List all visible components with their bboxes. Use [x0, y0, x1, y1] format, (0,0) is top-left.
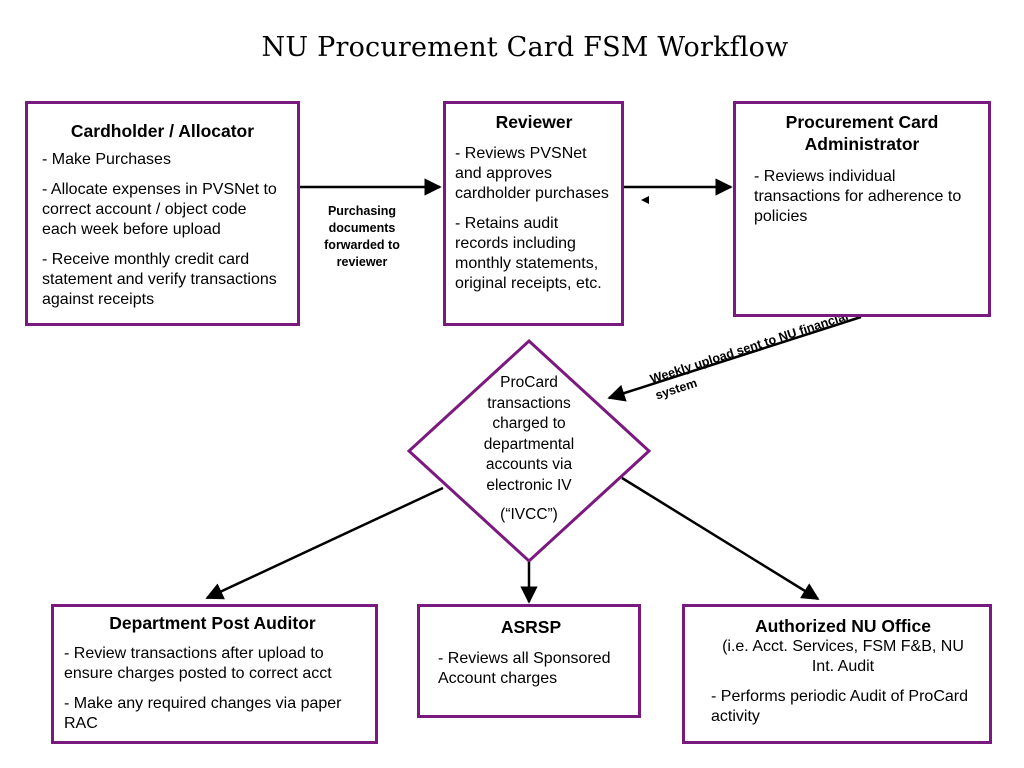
node-item: - Allocate expenses in PVSNet to correct… — [42, 181, 277, 238]
node-heading: Department Post Auditor — [109, 613, 316, 633]
node-item: - Retains audit records including monthl… — [455, 215, 602, 292]
node-department-post-auditor: Department Post Auditor - Review transac… — [51, 604, 378, 744]
procard-decision-diamond — [406, 338, 652, 564]
node-reviewer: Reviewer - Reviews PVSNet and approves c… — [443, 101, 624, 326]
node-procurement-card-administrator: Procurement Card Administrator - Reviews… — [733, 101, 991, 317]
edge-label-purchasing-documents: Purchasing documents forwarded to review… — [324, 204, 400, 269]
arrow-procard-to-post-auditor — [205, 486, 444, 600]
arrow-administrator-to-procard — [607, 315, 862, 402]
node-heading: Cardholder / Allocator — [70, 121, 255, 141]
node-item: - Reviews all Sponsored Account charges — [438, 650, 611, 687]
node-heading: Reviewer — [495, 112, 573, 132]
node-item: - Performs periodic Audit of ProCard act… — [711, 688, 968, 725]
node-subheading: (i.e. Acct. Services, FSM F&B, NU Int. A… — [722, 638, 964, 675]
node-authorized-nu-office: Authorized NU Office (i.e. Acct. Service… — [682, 604, 992, 744]
node-item: - Review transactions after upload to en… — [64, 645, 332, 682]
node-item: - Make Purchases — [42, 151, 171, 168]
page-title: NU Procurement Card FSM Workflow — [261, 32, 789, 63]
node-item: - Make any required changes via paper RA… — [64, 695, 342, 732]
arrow-procard-to-nu-office — [621, 476, 820, 601]
node-item: - Receive monthly credit card statement … — [42, 251, 277, 308]
procard-ivcc-note: (“IVCC”) — [500, 506, 558, 523]
node-heading: ASRSP — [500, 617, 562, 637]
node-heading: Procurement Card Administrator — [785, 112, 939, 154]
node-item: - Reviews PVSNet and approves cardholder… — [455, 145, 609, 202]
node-cardholder-allocator: Cardholder / Allocator - Make Purchases … — [25, 101, 300, 326]
node-item: - Reviews individual transactions for ad… — [754, 168, 962, 225]
node-heading: Authorized NU Office — [755, 616, 931, 636]
small-arrowhead-icon — [641, 196, 649, 204]
node-asrsp: ASRSP - Reviews all Sponsored Account ch… — [417, 604, 641, 718]
procard-decision-text: ProCard transactions charged to departme… — [469, 373, 589, 526]
procard-description: ProCard transactions charged to departme… — [483, 374, 575, 494]
